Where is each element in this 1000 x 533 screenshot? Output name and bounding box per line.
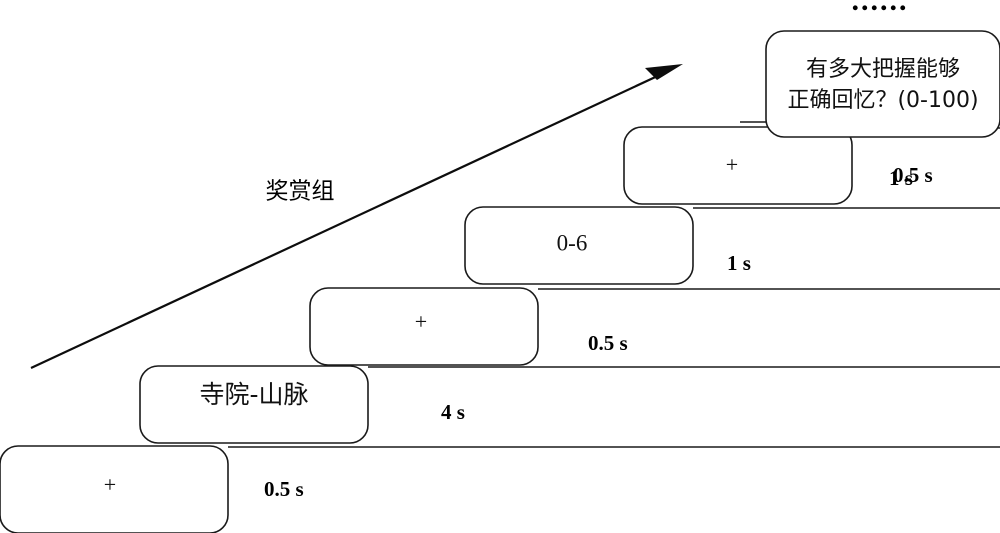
screen-1-content: + xyxy=(104,472,116,497)
screen-box-2 xyxy=(139,365,369,444)
screen-reward-cue: 0-6 xyxy=(464,206,1000,285)
screen-2-duration: 4 s xyxy=(441,400,465,424)
screen-box-1 xyxy=(0,445,229,533)
screen-confidence-prompt: 有多大把握能够 正确回忆？(0-100) xyxy=(740,30,1000,138)
screen-box-3 xyxy=(309,287,539,366)
screen-6-content-line-1: 有多大把握能够 xyxy=(806,57,960,82)
screen-6-duration: 0.5 s xyxy=(893,163,933,187)
flow-arrow-head xyxy=(645,64,683,80)
screen-fixation-2: + xyxy=(309,287,1000,366)
continuation-ellipsis: ...... xyxy=(852,0,909,17)
screen-3-content: + xyxy=(415,309,427,334)
flow-arrow-shaft xyxy=(30,72,665,369)
screen-5-content: + xyxy=(726,152,738,177)
flow-arrow xyxy=(30,64,683,369)
screen-6-content-line-2: 正确回忆？(0-100) xyxy=(787,88,978,113)
screen-word-pair: 寺院-山脉 xyxy=(139,365,1000,444)
screen-1-duration: 0.5 s xyxy=(264,477,304,501)
screen-box-4 xyxy=(464,206,694,285)
screen-fixation-1: + xyxy=(0,445,1000,533)
screen-3-duration: 0.5 s xyxy=(588,331,628,355)
condition-group-label: 奖赏组 xyxy=(266,179,335,205)
screen-2-content: 寺院-山脉 xyxy=(199,380,308,409)
screen-4-content: 0-6 xyxy=(557,230,588,255)
screen-fixation-3: + xyxy=(623,126,1000,205)
screen-5-duration: 1 s xyxy=(889,166,913,190)
screen-4-duration: 1 s xyxy=(727,251,751,275)
screen-box-6 xyxy=(765,30,1000,138)
